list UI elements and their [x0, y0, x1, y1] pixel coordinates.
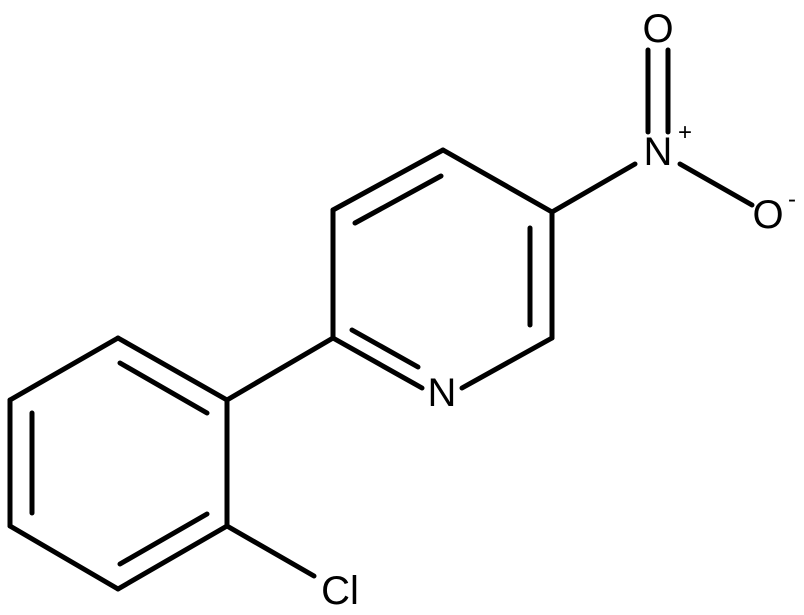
chlorine-label: Cl — [321, 569, 359, 613]
nitro-oxygen-top-label: O — [642, 7, 673, 51]
bond-biaryl — [224, 335, 336, 403]
bond-ph-c5-c6 — [115, 523, 230, 592]
bond-c3-c2-inner — [352, 173, 444, 226]
nitro-oxygen-charge: - — [788, 186, 796, 213]
bond-n1-c6-inner — [349, 327, 421, 370]
nitro-nitrogen-label: N — [644, 130, 673, 174]
bond-ph-c5-c6-inner — [117, 511, 210, 567]
bond-n1-c6 — [330, 335, 425, 391]
bond-c5-n1 — [459, 335, 555, 391]
nitro-nitrogen-charge: + — [678, 119, 692, 146]
bond-c-cl — [224, 523, 317, 579]
bond-c-nitro — [549, 161, 638, 215]
bond-ph-c2-c3 — [7, 335, 121, 403]
nitro-oxygen-right-label: O — [752, 193, 783, 237]
bond-n-o-single — [677, 161, 755, 208]
bond-ph-c1-c2-inner — [117, 360, 210, 416]
pyridine-nitrogen-label: N — [428, 371, 457, 415]
bond-ph-c1-c2 — [115, 335, 230, 403]
bond-c3-c4 — [440, 147, 555, 215]
bond-ph-c4-c5 — [7, 523, 121, 592]
bond-c2-c3 — [330, 147, 446, 213]
